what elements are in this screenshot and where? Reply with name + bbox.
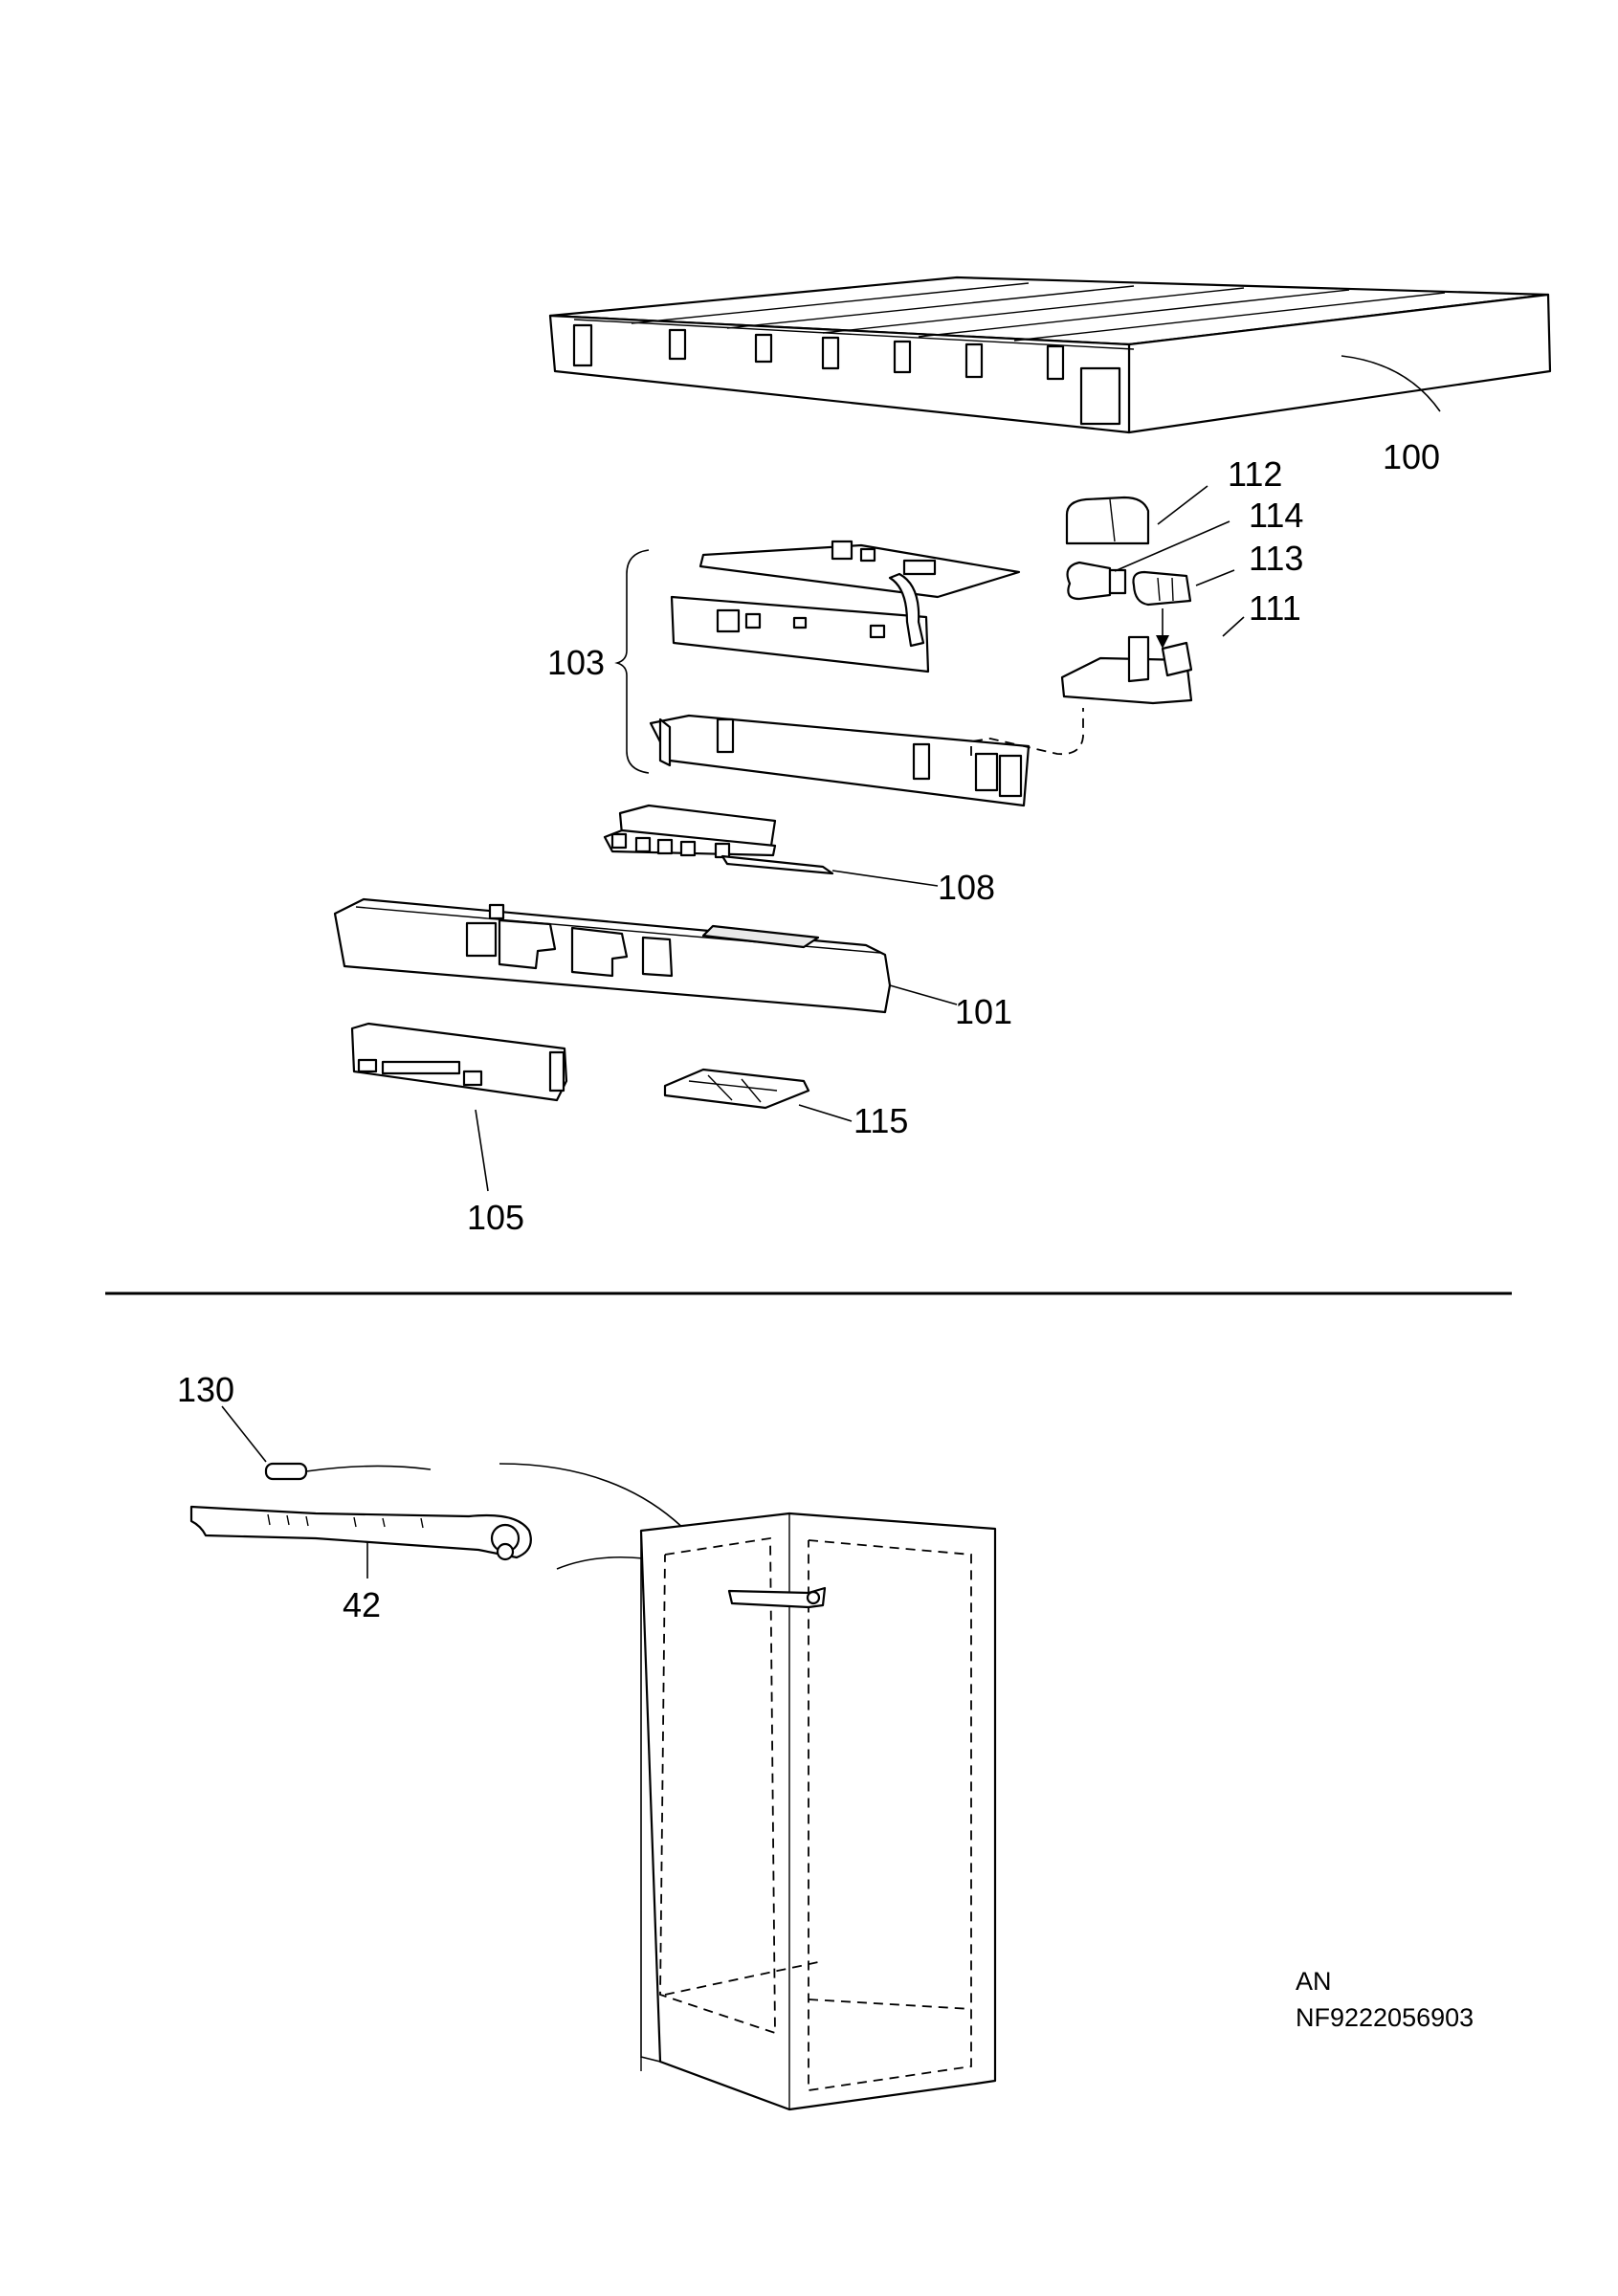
callout-130: 130 [177,1370,234,1409]
callout-108: 108 [938,868,995,907]
part-42-handle [189,1505,532,1561]
callout-101: 101 [955,992,1012,1031]
part-130-sensor [264,1462,432,1481]
callout-105: 105 [467,1198,524,1237]
part-112-cap [1065,496,1150,545]
drawing-code-line2: NF9222056903 [1296,2003,1474,2032]
part-105-display-cover [350,1022,568,1102]
callout-100: 100 [1383,437,1440,476]
part-100-top-panel [548,276,1552,434]
callout-103: 103 [547,643,605,682]
part-111-lamp-bracket [1060,635,1193,705]
part-114-lamp [1066,561,1127,601]
callout-113: 113 [1249,539,1303,578]
part-113-lamp-holder [1132,570,1192,607]
callout-111: 111 [1249,588,1301,628]
part-115-filter [663,1068,810,1110]
callout-114: 114 [1249,496,1303,535]
callout-42: 42 [343,1585,381,1624]
cabinet-outline [639,1512,997,2111]
part-103-control-assembly [614,540,1084,807]
callout-112: 112 [1228,454,1282,494]
callout-115: 115 [853,1101,908,1140]
drawing-code-line1: AN [1296,1967,1332,1996]
part-101-control-panel [333,897,892,1014]
part-108-switch-board [603,804,834,875]
